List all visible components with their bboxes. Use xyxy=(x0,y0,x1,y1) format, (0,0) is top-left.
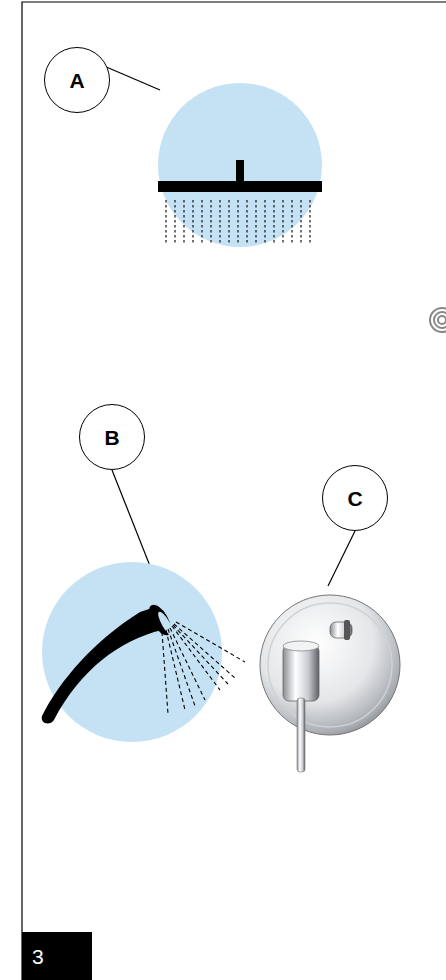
page-number-box: 3 xyxy=(22,932,92,980)
leader-line xyxy=(112,470,150,566)
page-number: 3 xyxy=(32,946,44,967)
callout-letter: A xyxy=(44,47,110,113)
mixer-valve xyxy=(260,595,400,772)
spiral-icon xyxy=(430,308,446,332)
callout-letter-text: C xyxy=(347,488,362,509)
hand-shower-icon xyxy=(42,562,245,742)
leader-line xyxy=(104,66,160,90)
leader-line xyxy=(328,531,355,586)
page-frame xyxy=(22,2,446,980)
callout-letter: B xyxy=(79,404,145,470)
callout-letter-text: A xyxy=(69,70,84,91)
overhead-shower-icon xyxy=(158,83,322,247)
callout-letter-text: B xyxy=(104,427,119,448)
callout-letter: C xyxy=(322,465,388,531)
